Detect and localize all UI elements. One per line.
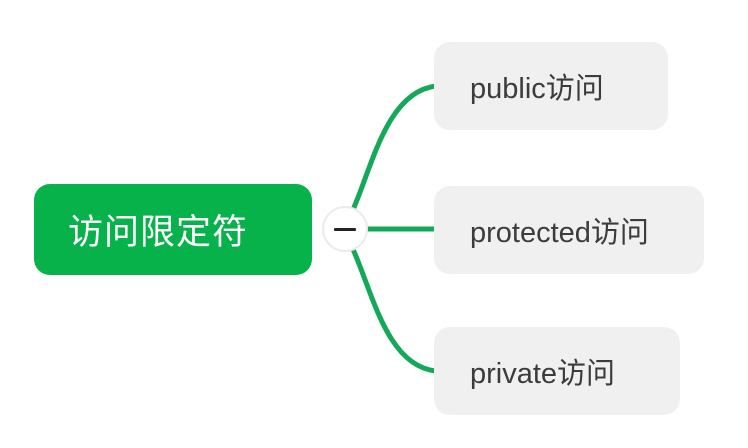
branch-to-public	[349, 83, 439, 215]
child-node-label: private访问	[470, 358, 616, 390]
child-node-private[interactable]: private访问	[434, 327, 680, 415]
root-node[interactable]: 访问限定符	[34, 184, 312, 275]
collapse-toggle-button[interactable]	[322, 206, 368, 252]
child-node-label: public访问	[470, 73, 604, 105]
branch-to-private	[349, 244, 439, 374]
root-node-label: 访问限定符	[68, 213, 249, 252]
child-node-protected[interactable]: protected访问	[434, 186, 704, 274]
minus-icon	[334, 227, 356, 231]
child-node-public[interactable]: public访问	[434, 42, 668, 130]
child-node-label: protected访问	[470, 217, 649, 249]
